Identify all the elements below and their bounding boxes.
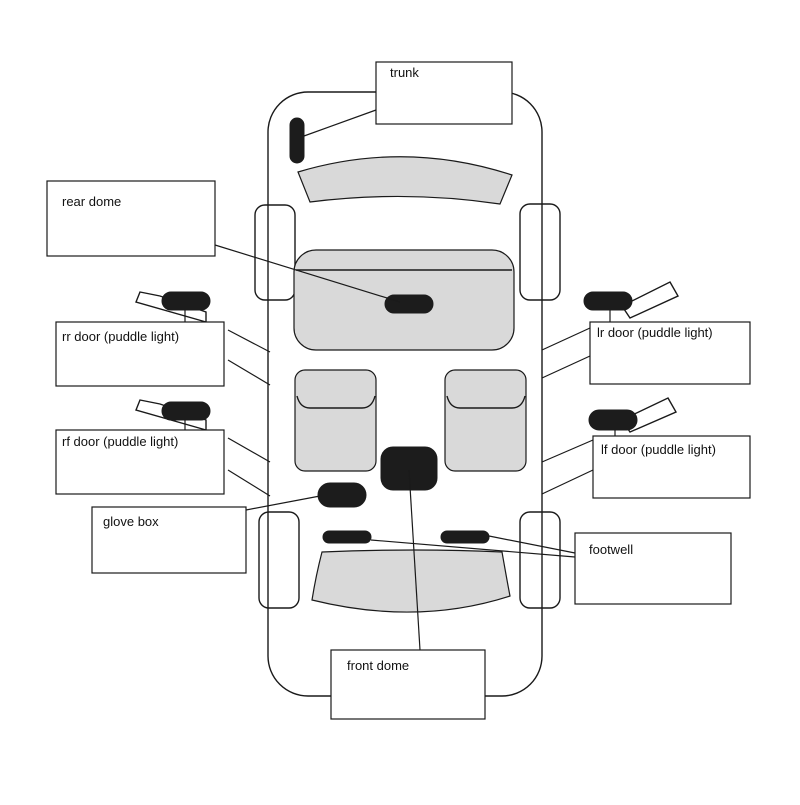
footwell-label-box <box>574 532 732 605</box>
glove-box-label: glove box <box>103 514 159 529</box>
front-right-seat <box>444 369 527 472</box>
front-right-seat-back <box>446 395 526 409</box>
front-dome-label: front dome <box>347 658 409 673</box>
front-left-seat <box>294 369 377 472</box>
lr-door-light <box>583 291 633 311</box>
rf-door-edge-1 <box>227 437 271 463</box>
footwell-label: footwell <box>589 542 633 557</box>
footwell-leader-right <box>488 535 576 554</box>
front-dome-light <box>380 446 438 491</box>
rr-door-light <box>161 291 211 311</box>
trunk-light <box>289 117 305 164</box>
footwell-light-left <box>322 530 372 544</box>
lr-door-edge-1 <box>541 327 591 351</box>
rear-dome-label: rear dome <box>62 194 121 209</box>
trunk-label: trunk <box>390 65 419 80</box>
glove-box-leader <box>245 495 321 511</box>
rf-door-label: rf door (puddle light) <box>62 434 178 449</box>
windshield <box>311 549 511 613</box>
lf-door-edge-2 <box>541 469 594 495</box>
rr-puddle-housing <box>135 291 207 323</box>
footwell-leader-left <box>370 539 576 558</box>
rr-door-edge-2 <box>227 359 271 386</box>
lr-door-label: lr door (puddle light) <box>597 325 713 340</box>
trunk-label-box <box>375 61 513 125</box>
lr-puddle-housing <box>620 281 679 319</box>
lf-door-edge-1 <box>541 439 594 463</box>
lf-door-light <box>588 409 638 431</box>
rr-door-label-box <box>55 321 225 387</box>
rr-door-label: rr door (puddle light) <box>62 329 179 344</box>
rear-dome-light <box>384 294 434 314</box>
rear-dome-label-box <box>46 180 216 257</box>
lf-door-label: lf door (puddle light) <box>601 442 716 457</box>
rear-right-wheel <box>519 203 561 301</box>
rear-window <box>297 156 513 205</box>
glove-box-label-box <box>91 506 247 574</box>
lr-door-edge-2 <box>541 355 591 379</box>
front-left-wheel <box>258 511 300 609</box>
footwell-light-right <box>440 530 490 544</box>
front-left-seat-back <box>296 395 376 409</box>
lf-door-label-box <box>592 435 751 499</box>
glove-box-light <box>317 482 367 508</box>
rf-door-label-box <box>55 429 225 495</box>
rf-puddle-housing <box>135 399 207 431</box>
rear-left-wheel <box>254 204 296 301</box>
rear-dome-leader <box>214 244 401 303</box>
front-right-wheel <box>519 511 561 609</box>
lf-puddle-housing <box>620 397 677 433</box>
front-dome-label-box <box>330 649 486 720</box>
rf-door-edge-2 <box>227 469 271 497</box>
lr-door-label-box <box>589 321 751 385</box>
rf-door-light <box>161 401 211 421</box>
trunk-leader <box>303 109 377 137</box>
rr-door-edge-1 <box>227 329 271 353</box>
front-dome-leader <box>408 469 421 651</box>
